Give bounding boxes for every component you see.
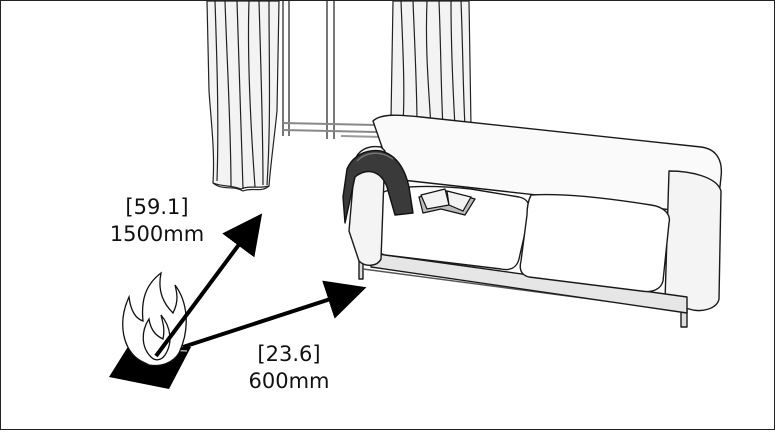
window-distance-mm: 1500mm xyxy=(109,222,205,246)
curtain-icon xyxy=(206,1,280,192)
distance-arrow-sofa xyxy=(182,280,367,349)
sofa-icon xyxy=(342,114,723,328)
sofa-distance-label: [23.6] 600mm xyxy=(234,341,344,395)
distance-arrow-window xyxy=(154,213,263,358)
window-distance-label: [59.1] 1500mm xyxy=(102,194,212,248)
window-distance-inches: [59.1] xyxy=(125,195,189,219)
sofa-distance-inches: [23.6] xyxy=(257,342,321,366)
book-icon xyxy=(418,188,476,216)
flame-icon xyxy=(122,271,187,367)
sofa-distance-mm: 600mm xyxy=(248,369,330,393)
curtain-icon xyxy=(390,1,472,130)
